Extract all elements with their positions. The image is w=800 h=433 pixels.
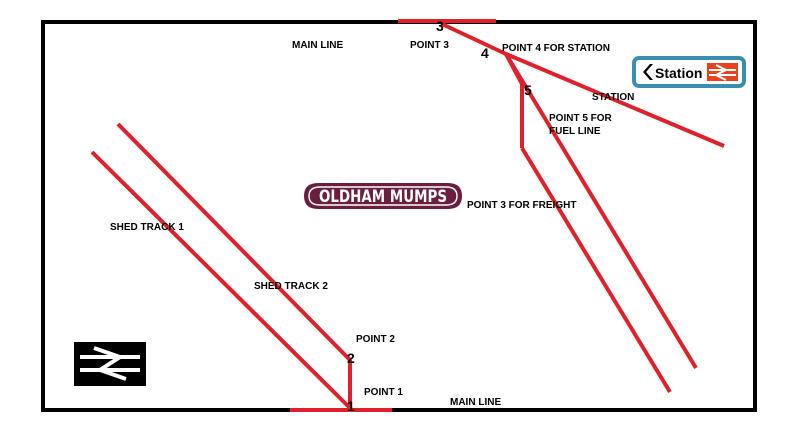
main-line-bottom-label: MAIN LINE — [450, 397, 501, 408]
shed-track-2-line — [116, 122, 352, 362]
point-2-label: POINT 2 — [356, 334, 395, 345]
station-name-plate: OLDHAM MUMPS — [304, 183, 462, 209]
point-number-1: 1 — [347, 398, 355, 414]
fuel-line-track — [520, 146, 672, 394]
branch-station-line — [505, 52, 725, 148]
branch-point3-to-point4 — [441, 22, 507, 56]
point-5-label-line2: FUEL LINE — [549, 126, 601, 137]
station-label: STATION — [592, 92, 634, 103]
shed-track-1-line — [90, 150, 354, 412]
point-4-label: POINT 4 FOR STATION — [502, 43, 610, 54]
point-3-freight-label: POINT 3 FOR FREIGHT — [467, 200, 576, 211]
freight-line-track — [504, 52, 698, 370]
point-1-label: POINT 1 — [364, 387, 403, 398]
point-5-label-line1: POINT 5 FOR — [549, 113, 613, 124]
station-name-text: OLDHAM MUMPS — [319, 187, 447, 207]
shed-track-1-label: SHED TRACK 1 — [110, 222, 184, 233]
station-direction-sign: Station — [632, 56, 746, 88]
british-rail-icon — [707, 63, 738, 81]
british-rail-logo-icon — [74, 342, 146, 386]
point-3-label: POINT 3 — [410, 40, 449, 51]
point-number-4: 4 — [481, 45, 489, 61]
point-number-5: 5 — [524, 82, 532, 98]
station-sign-text: Station — [655, 65, 702, 81]
main-line-top-label: MAIN LINE — [292, 40, 343, 51]
point-number-3: 3 — [436, 18, 444, 34]
shed-track-2-label: SHED TRACK 2 — [254, 281, 328, 292]
point-number-2: 2 — [347, 350, 355, 366]
chevron-left-icon — [643, 64, 653, 80]
